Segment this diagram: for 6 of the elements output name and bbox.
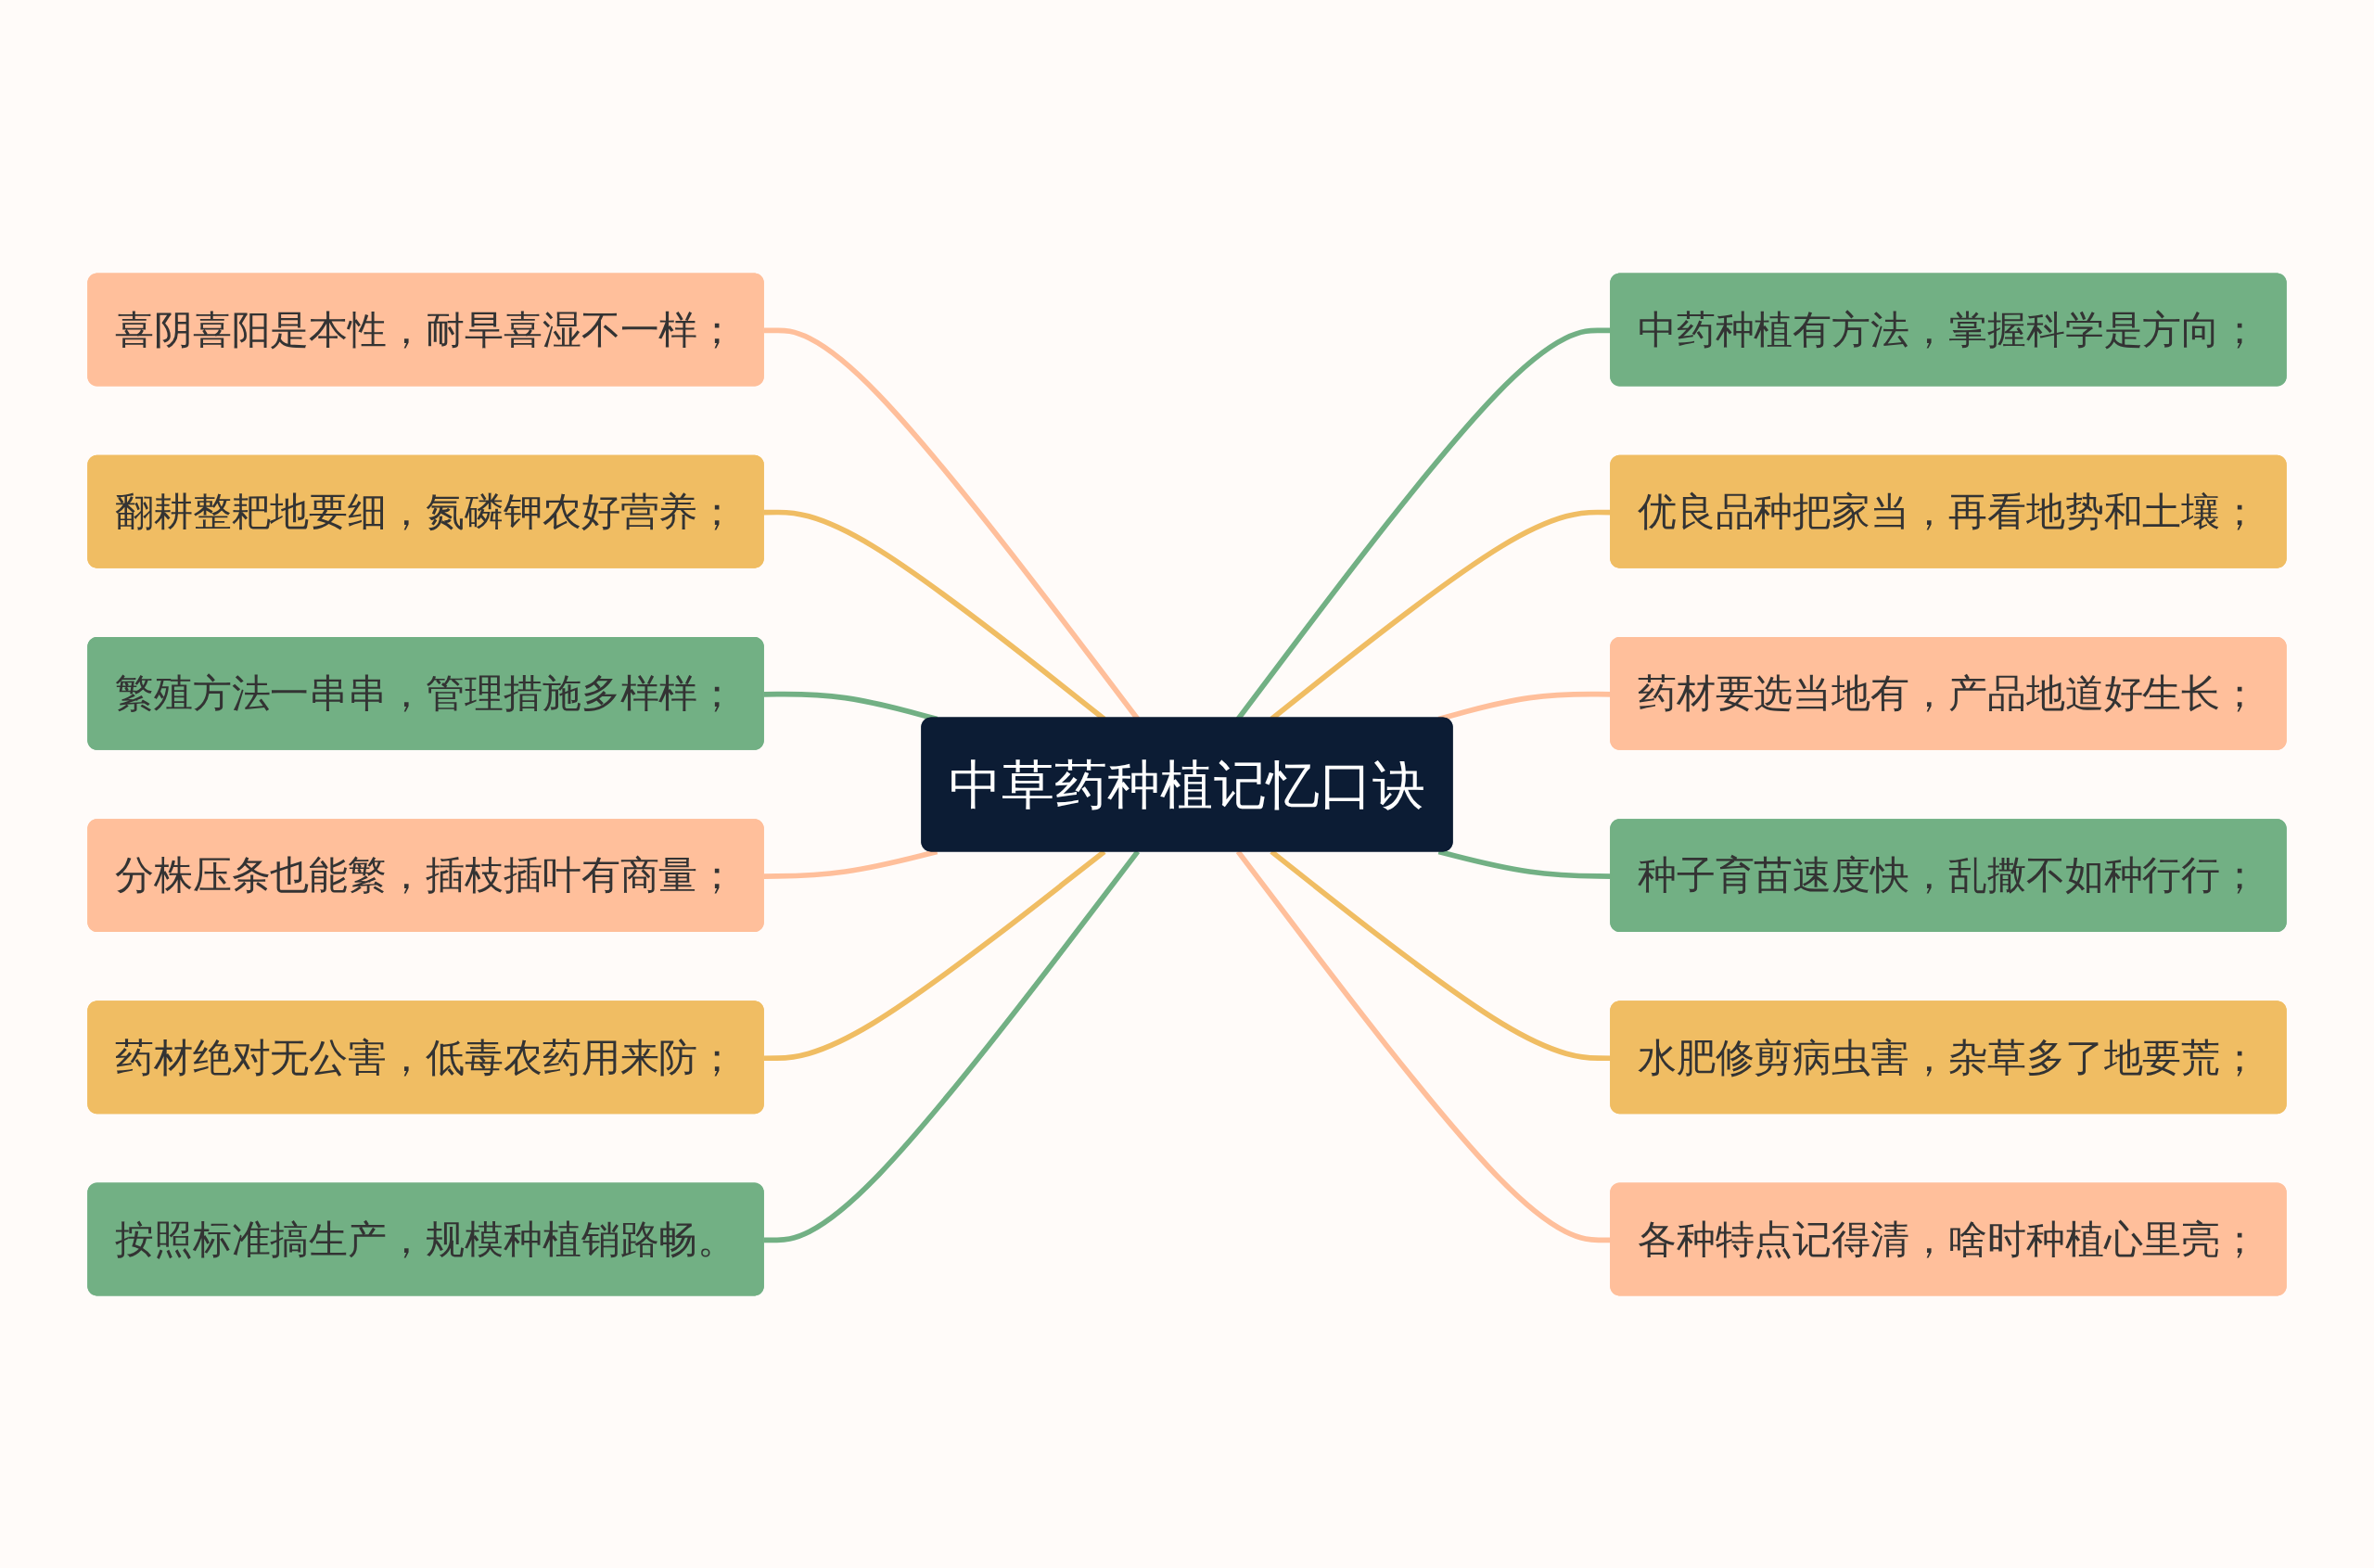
connector xyxy=(763,326,1141,720)
connector xyxy=(763,849,1141,1243)
connector xyxy=(763,509,1106,721)
connector xyxy=(763,691,938,721)
connector xyxy=(763,848,938,879)
connector xyxy=(763,848,1106,1061)
